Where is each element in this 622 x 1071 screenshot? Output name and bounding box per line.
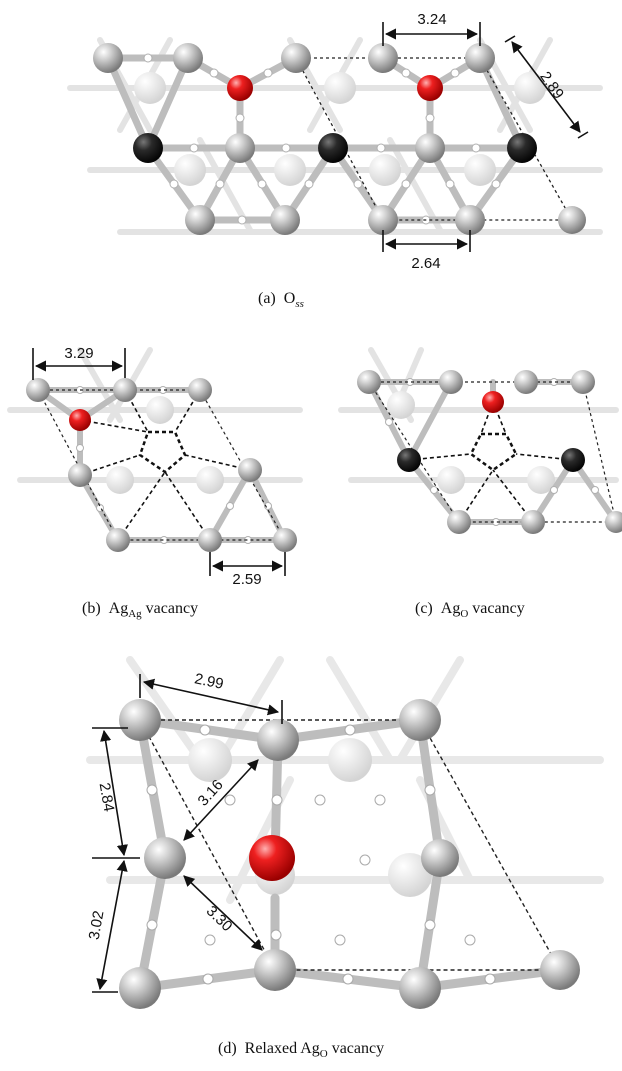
dim-a-1: 3.24 [417,11,446,28]
panel-b-agag-vacancy: 3.29 2.59 (b) AgAg vacancy [0,330,311,630]
panel-c-unit-cell [367,381,617,523]
dim-d-4: 3.02 [86,909,108,941]
caption-b: (b) AgAg vacancy [82,600,199,621]
panel-a-atoms [93,43,586,235]
panel-b-bond-nodes [76,386,272,544]
panel-a-unit-cell [294,57,574,221]
panel-b-structure: 3.29 2.59 [7,345,303,588]
caption-c: (c) AgO vacancy [415,600,525,621]
dim-d-3: 3.16 [195,776,227,809]
panel-a-oss: 3.24 2.89 2.64 (a) Oss [0,0,622,320]
dim-b-1: 3.29 [64,345,93,362]
panel-a-bond-nodes [143,53,501,225]
dim-d-1: 2.99 [193,670,225,693]
panel-c-background-atoms [387,391,555,494]
panel-b-atoms [26,378,297,552]
panel-a-dimension-lines [382,22,589,252]
caption-d: (d) Relaxed AgO vacancy [218,1040,385,1061]
panel-d-relaxed-ago-vacancy: 2.99 2.84 3.16 3.02 3.30 (d) Relaxed AgO… [0,640,622,1071]
dim-b-2: 2.59 [232,571,261,588]
panel-b-background-atoms [106,396,224,494]
panel-a-background-atoms [134,72,546,186]
panel-c-ago-vacancy: (c) AgO vacancy [311,330,622,630]
panel-d-dimension-lines [92,674,283,993]
dim-a-3: 2.64 [411,255,440,272]
panel-d-atoms [119,699,580,1009]
panel-c-atoms [357,370,622,534]
panel-a-structure: 3.24 2.89 2.64 [67,11,603,272]
panel-c-structure [338,347,622,534]
caption-a: (a) Oss [258,290,304,311]
dim-d-5: 3.30 [203,903,236,936]
panel-b-unit-cell [37,389,287,541]
panel-b-dimension-lines [32,348,286,576]
dim-d-2: 2.84 [96,781,118,813]
panel-d-structure: 2.99 2.84 3.16 3.02 3.30 [86,656,604,1009]
